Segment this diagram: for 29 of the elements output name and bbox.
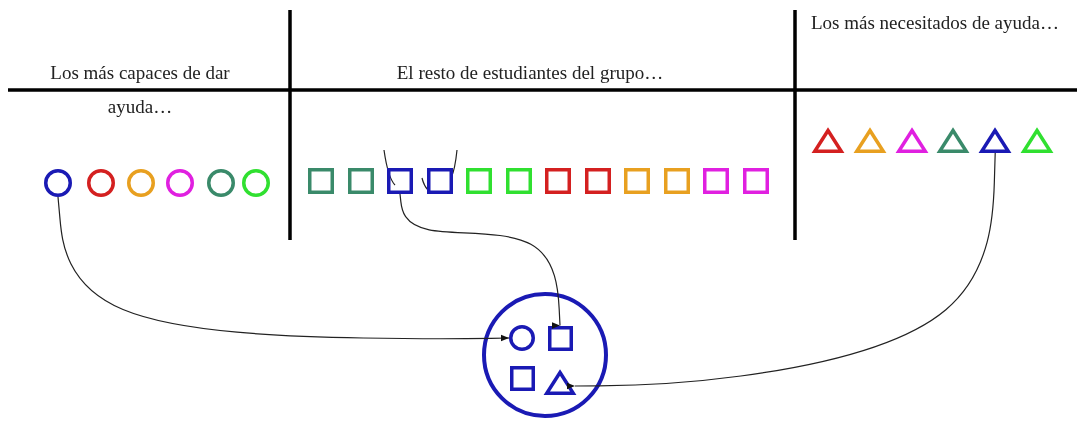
circle-shape: [509, 325, 535, 351]
square-shape: [466, 168, 492, 194]
triangle-shape: [896, 126, 927, 154]
square-shape: [547, 325, 573, 351]
column-heading: Los más necesitados de ayuda…: [810, 11, 1060, 35]
square-shape: [545, 168, 571, 194]
triangle-shape: [813, 126, 843, 154]
arrow: [57, 196, 510, 342]
circle-shape: [44, 169, 72, 197]
column-heading: Los más capaces de dar ayuda…: [49, 61, 231, 119]
square-shape: [509, 365, 535, 391]
triangle-shape: [1022, 126, 1052, 154]
circle-shape: [166, 169, 194, 197]
square-shape: [308, 168, 334, 194]
circle-shape: [207, 169, 235, 197]
circle-shape: [127, 169, 155, 197]
circle-shape: [87, 169, 115, 197]
triangle-shape: [545, 368, 575, 396]
square-shape: [505, 168, 532, 194]
circle-shape: [242, 169, 270, 197]
column-heading: El resto de estudiantes del grupo…: [395, 61, 665, 85]
triangle-shape: [938, 126, 969, 154]
group-circle: [482, 292, 608, 418]
arrow: [399, 193, 563, 327]
square-shape: [426, 168, 453, 194]
triangle-shape: [980, 126, 1011, 154]
square-shape: [387, 168, 413, 194]
square-shape: [347, 168, 374, 194]
triangle-shape: [854, 126, 885, 154]
